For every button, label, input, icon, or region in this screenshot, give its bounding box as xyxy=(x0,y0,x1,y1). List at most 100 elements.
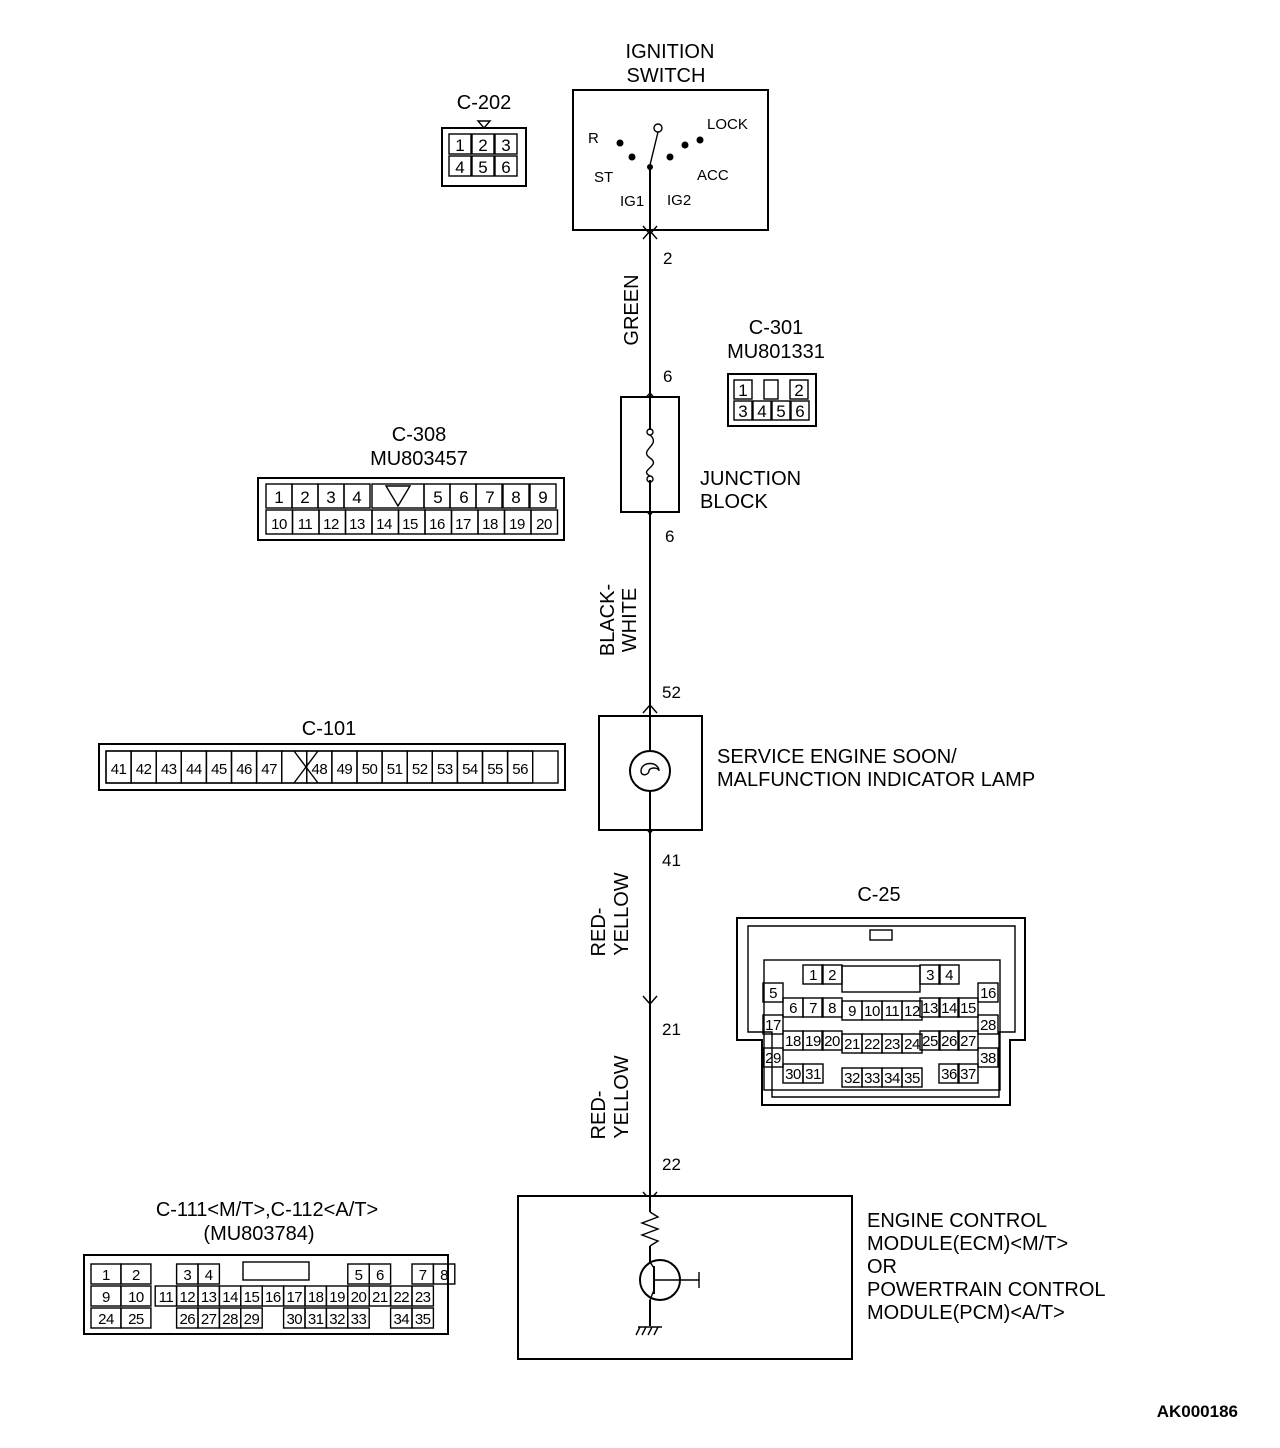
c111-pin: 3 xyxy=(183,1267,191,1284)
lamp-label-line2: MALFUNCTION INDICATOR LAMP xyxy=(717,769,1035,791)
c25-pin: 34 xyxy=(884,1070,900,1087)
wire-color-red-yellow-line1: RED- xyxy=(588,908,610,957)
label-st: ST xyxy=(594,169,613,186)
c25-pin: 22 xyxy=(864,1036,880,1053)
label-ig2: IG2 xyxy=(667,192,691,209)
c308-pin: 14 xyxy=(376,516,392,533)
c308-pin: 8 xyxy=(511,488,520,507)
c301-pin: 3 xyxy=(738,402,747,421)
c101-pin: 51 xyxy=(387,761,403,778)
c308-pin: 12 xyxy=(323,516,339,533)
c101-pin: 55 xyxy=(487,761,503,778)
contact-lock-icon xyxy=(696,136,704,144)
junction-block-label-line2: BLOCK xyxy=(700,491,768,513)
c25-pin: 26 xyxy=(941,1033,957,1050)
chevron-up-icon xyxy=(642,229,658,240)
c111-pin: 13 xyxy=(201,1289,217,1306)
c301-pin: 4 xyxy=(757,402,766,421)
c111-pin: 28 xyxy=(222,1311,238,1328)
c308-pin: 10 xyxy=(271,516,287,533)
c308-part: MU803457 xyxy=(370,448,468,470)
c101-pin: 48 xyxy=(312,761,328,778)
label-acc: ACC xyxy=(697,167,729,184)
c308-pin: 7 xyxy=(485,488,494,507)
c25-pin: 25 xyxy=(922,1033,938,1050)
c308-pin: 3 xyxy=(326,488,335,507)
c25-pin: 20 xyxy=(824,1033,840,1050)
c202-pin: 4 xyxy=(455,158,464,177)
c111-name: C-111<M/T>,C-112<A/T> xyxy=(156,1199,378,1221)
c111-pin: 33 xyxy=(351,1311,367,1328)
c111-pin: 1 xyxy=(102,1267,110,1284)
ecm-label-line1: ENGINE CONTROL xyxy=(867,1210,1047,1232)
c111-pin: 31 xyxy=(308,1311,324,1328)
ecm-label-line5: MODULE(PCM)<A/T> xyxy=(867,1302,1065,1324)
c25-name: C-25 xyxy=(857,884,900,906)
c111-pin: 14 xyxy=(222,1289,238,1306)
blank-cell-x-icon xyxy=(293,750,319,784)
c25-pin: 14 xyxy=(941,1000,957,1017)
terminal-52: 52 xyxy=(662,683,681,702)
c101-pin: 54 xyxy=(462,761,478,778)
c111-pin: 9 xyxy=(102,1289,110,1306)
c25-pin: 2 xyxy=(828,967,836,984)
c308-pin: 9 xyxy=(538,488,547,507)
c25-pin: 19 xyxy=(805,1033,821,1050)
wire-color-red-yellow-line2: YELLOW xyxy=(611,872,633,955)
c101-pin: 44 xyxy=(186,761,202,778)
c101-pin: 53 xyxy=(437,761,453,778)
c25-pin: 8 xyxy=(828,1000,836,1017)
c308-pin: 16 xyxy=(429,516,445,533)
c25-pin: 4 xyxy=(945,967,953,984)
c111-pin: 35 xyxy=(415,1311,431,1328)
chevron-up-icon xyxy=(642,703,658,714)
c25-pin: 33 xyxy=(864,1070,880,1087)
c111-pin: 10 xyxy=(128,1289,144,1306)
c111-pin: 6 xyxy=(376,1267,384,1284)
c202-pin: 2 xyxy=(478,136,487,155)
c202-pin: 6 xyxy=(501,158,510,177)
ignition-switch: IGNITION SWITCH R LOCK ST ACC IG1 IG2 xyxy=(572,41,769,231)
c25-pin: 32 xyxy=(844,1070,860,1087)
c202-name: C-202 xyxy=(457,92,511,114)
chevron-down-icon xyxy=(642,225,658,236)
c301-pin: 6 xyxy=(795,402,804,421)
c25-pin: 31 xyxy=(805,1066,821,1083)
c301-name: C-301 xyxy=(749,317,803,339)
connector-c202: C-202 1 2 3 4 5 6 xyxy=(441,92,527,187)
c25-pin: 17 xyxy=(765,1017,781,1034)
c25-pin: 18 xyxy=(785,1033,801,1050)
c111-pin: 7 xyxy=(419,1267,427,1284)
label-ig1: IG1 xyxy=(620,193,644,210)
c101-pin: 43 xyxy=(161,761,177,778)
c301-part: MU801331 xyxy=(727,341,825,363)
c101-pin: 46 xyxy=(236,761,252,778)
c111-pin: 30 xyxy=(286,1311,302,1328)
c202-pin: 5 xyxy=(478,158,487,177)
key-marker-icon xyxy=(476,120,492,130)
c308-pin: 11 xyxy=(298,516,313,533)
junction-block: JUNCTION BLOCK xyxy=(620,396,801,513)
c111-pin: 21 xyxy=(372,1289,388,1306)
lamp-bulb-icon xyxy=(629,750,671,792)
c111-pin: 18 xyxy=(308,1289,324,1306)
ecm-label-line3: OR xyxy=(867,1256,897,1278)
c25-pin: 37 xyxy=(960,1066,976,1083)
c101-name: C-101 xyxy=(302,718,356,740)
connector-c301: C-301 MU801331 1 2 3 4 5 6 xyxy=(727,317,825,427)
c308-pin: 1 xyxy=(274,488,283,507)
switch-arm xyxy=(649,131,659,166)
key-marker-icon xyxy=(384,485,412,508)
c111-pin: 15 xyxy=(244,1289,260,1306)
c25-pin: 21 xyxy=(844,1036,860,1053)
c301-pin: 2 xyxy=(794,381,803,400)
lamp-label-line1: SERVICE ENGINE SOON/ xyxy=(717,746,957,768)
c25-pin: 24 xyxy=(904,1036,920,1053)
c202-pin: 3 xyxy=(501,136,510,155)
c308-pin: 13 xyxy=(349,516,365,533)
wire-color-red-yellow-2-line1: RED- xyxy=(588,1091,610,1140)
c25-pin: 38 xyxy=(980,1050,996,1067)
c25-pin: 29 xyxy=(765,1050,781,1067)
c25-pin: 30 xyxy=(785,1066,801,1083)
